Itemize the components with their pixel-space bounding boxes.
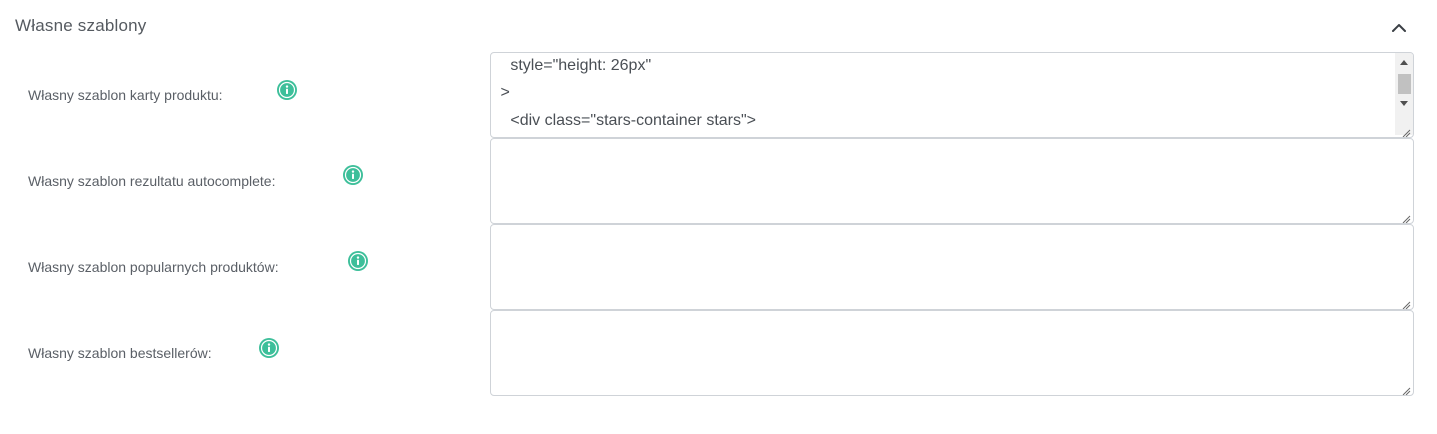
info-icon[interactable] — [347, 250, 369, 272]
resize-handle-icon[interactable] — [1401, 211, 1411, 223]
info-icon[interactable] — [258, 337, 280, 359]
field-row-bestsellers: Własny szablon bestsellerów: — [0, 310, 1437, 396]
info-icon[interactable] — [276, 79, 298, 101]
field-label: Własny szablon rezultatu autocomplete: — [28, 173, 276, 189]
popular-products-template-textarea[interactable] — [490, 224, 1414, 310]
resize-handle-icon[interactable] — [1401, 297, 1411, 309]
resize-handle-icon[interactable] — [1401, 125, 1411, 137]
field-label: Własny szablon popularnych produktów: — [28, 259, 279, 275]
scroll-up-arrow-icon[interactable] — [1395, 56, 1413, 70]
scroll-thumb[interactable] — [1398, 74, 1411, 94]
code-line: style="height: 26px" — [510, 57, 652, 74]
scroll-down-arrow-icon[interactable] — [1395, 96, 1413, 110]
field-label: Własny szablon karty produktu: — [28, 87, 223, 103]
autocomplete-template-textarea[interactable] — [490, 138, 1414, 224]
code-line: <div class="stars-container stars"> — [510, 112, 757, 129]
bestsellers-template-textarea[interactable] — [490, 310, 1414, 396]
field-row-product-card: Własny szablon karty produktu: style="he… — [0, 52, 1437, 138]
resize-handle-icon[interactable] — [1401, 383, 1411, 395]
textarea-content[interactable]: style="height: 26px" > <div class="stars… — [491, 53, 1393, 137]
field-row-popular-products: Własny szablon popularnych produktów: — [0, 224, 1437, 310]
section-title: Własne szablony — [15, 16, 147, 35]
field-row-autocomplete: Własny szablon rezultatu autocomplete: — [0, 138, 1437, 224]
info-icon[interactable] — [342, 164, 364, 186]
product-card-template-textarea[interactable]: style="height: 26px" > <div class="stars… — [490, 52, 1414, 138]
vertical-scrollbar[interactable] — [1395, 53, 1413, 135]
field-label: Własny szablon bestsellerów: — [28, 345, 212, 361]
code-line: > — [500, 84, 510, 101]
chevron-up-icon[interactable] — [1388, 17, 1410, 39]
section-header[interactable]: Własne szablony — [0, 0, 1437, 52]
